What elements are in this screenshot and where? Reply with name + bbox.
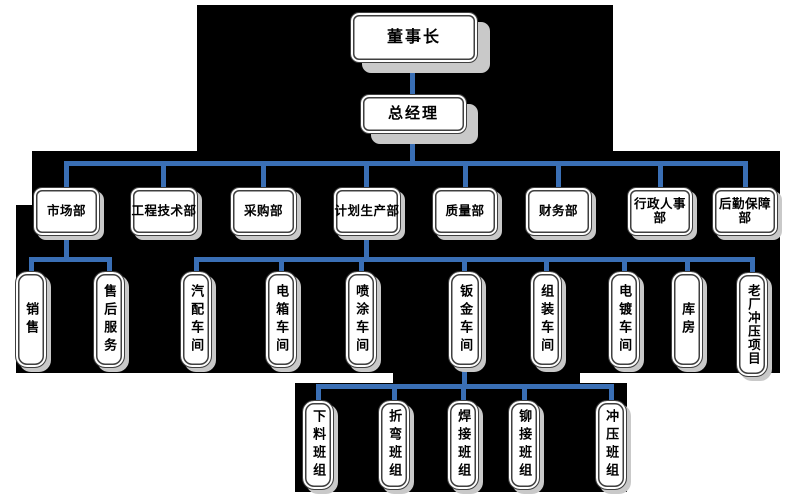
connector-riser-market — [64, 235, 69, 262]
bg-panel-bridge — [393, 372, 580, 384]
connector-stub-dept-3 — [261, 161, 266, 187]
connector-stub-workshop-4 — [462, 257, 467, 273]
node-workshop-electroplating: 电镀车间 — [608, 271, 640, 368]
connector-stub-team-5 — [609, 384, 614, 402]
connector-gm-trunk — [410, 134, 415, 164]
connector-stub-team-3 — [461, 384, 466, 402]
connector-stub-workshop-1 — [194, 257, 199, 273]
connector-riser-sheet-metal — [462, 366, 467, 389]
connector-stub-aftersales — [107, 257, 112, 273]
connector-stub-dept-5 — [463, 161, 468, 187]
node-dept-logistics: 后勤保障部 — [712, 187, 778, 236]
connector-stub-workshop-2 — [279, 257, 284, 273]
node-dept-admin-hr: 行政人事部 — [627, 187, 693, 236]
node-dept-quality: 质量部 — [432, 187, 498, 236]
connector-stub-dept-1 — [64, 161, 69, 187]
connector-stub-dept-2 — [161, 161, 166, 187]
node-workshop-electric-box: 电箱车间 — [265, 271, 297, 368]
node-team-blanking: 下料班组 — [302, 400, 334, 490]
connector-stub-dept-6 — [556, 161, 561, 187]
connector-bracket-production — [194, 257, 755, 262]
node-dept-engineering: 工程技术部 — [130, 187, 198, 236]
node-general-manager: 总经理 — [360, 94, 467, 134]
node-after-sales: 售后服务 — [93, 271, 125, 368]
node-workshop-sheet-metal: 钣金车间 — [448, 271, 482, 368]
connector-riser-production — [364, 235, 369, 262]
connector-stub-sales — [29, 257, 34, 273]
connector-stub-workshop-7 — [685, 257, 690, 273]
node-team-riveting: 铆接班组 — [508, 400, 540, 490]
connector-stub-workshop-8 — [750, 257, 755, 274]
node-workshop-auto-parts: 汽配车间 — [180, 271, 212, 368]
node-team-welding: 焊接班组 — [447, 400, 479, 490]
node-warehouse: 库房 — [671, 271, 703, 368]
node-dept-purchasing: 采购部 — [230, 187, 297, 236]
node-workshop-spray-paint: 喷涂车间 — [345, 271, 377, 368]
connector-stub-workshop-3 — [359, 257, 364, 273]
connector-stub-team-1 — [316, 384, 321, 402]
connector-stub-dept-7 — [658, 161, 663, 187]
connector-stub-dept-8 — [743, 161, 748, 187]
node-dept-marketing: 市场部 — [33, 187, 100, 236]
connector-stub-team-2 — [392, 384, 397, 402]
connector-stub-workshop-6 — [622, 257, 627, 273]
node-workshop-assembly: 组装车间 — [530, 271, 562, 368]
connector-stub-dept-4 — [364, 161, 369, 187]
node-chairman: 董事长 — [350, 12, 478, 63]
connector-bracket-market — [29, 257, 112, 262]
node-old-plant-stamping-project: 老厂冲压项目 — [736, 272, 768, 377]
node-dept-finance: 财务部 — [525, 187, 592, 236]
connector-stub-team-4 — [522, 384, 527, 402]
connector-chairman-gm — [410, 63, 415, 94]
node-team-bending: 折弯班组 — [378, 400, 410, 490]
connector-trunk — [64, 161, 748, 166]
node-dept-production-planning: 计划生产部 — [333, 187, 401, 236]
node-sales: 销售 — [15, 271, 47, 368]
connector-stub-workshop-5 — [544, 257, 549, 273]
node-team-stamping: 冲压班组 — [595, 400, 627, 490]
